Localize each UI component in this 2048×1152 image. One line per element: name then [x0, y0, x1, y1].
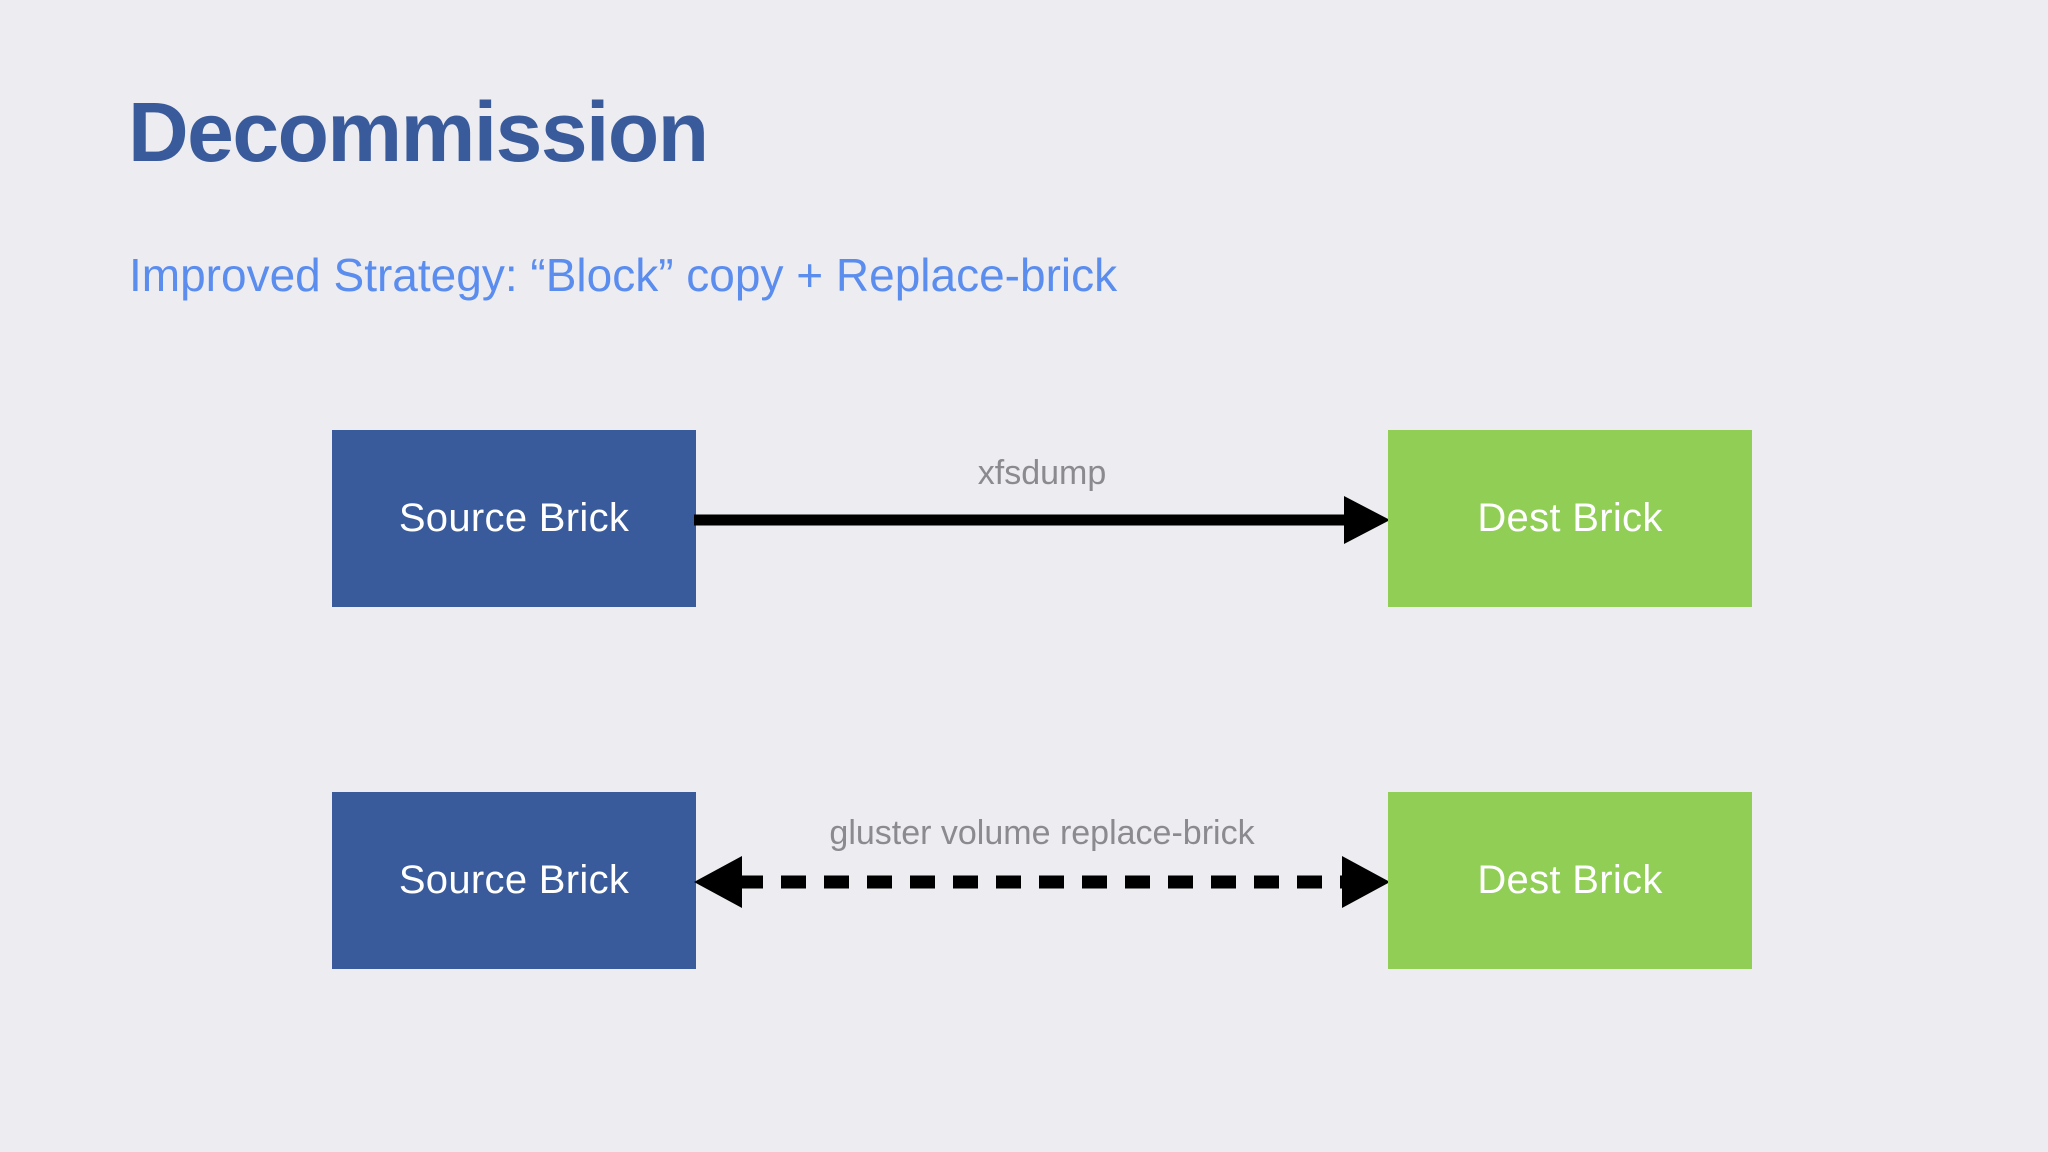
source-brick-box-row1: Source Brick	[332, 430, 696, 607]
slide-title: Decommission	[128, 85, 709, 179]
dest-brick-label: Dest Brick	[1477, 858, 1663, 902]
connector-xfsdump: xfsdump	[694, 430, 1390, 607]
arrow-bidirectional-dashed-icon	[694, 856, 1390, 908]
connector-label-xfsdump: xfsdump	[977, 454, 1107, 492]
slide-subtitle: Improved Strategy: “Block” copy + Replac…	[129, 249, 1118, 301]
connector-label-replace-brick: gluster volume replace-brick	[829, 814, 1255, 852]
dest-brick-box-row1: Dest Brick	[1388, 430, 1752, 607]
dest-brick-label: Dest Brick	[1477, 496, 1663, 540]
dest-brick-box-row2: Dest Brick	[1388, 792, 1752, 969]
arrow-right-solid-icon	[694, 496, 1390, 544]
source-brick-label: Source Brick	[398, 858, 630, 902]
diagram-row-replace-brick: Source Brick gluster volume replace-bric…	[0, 792, 2048, 972]
source-brick-box-row2: Source Brick	[332, 792, 696, 969]
source-brick-label: Source Brick	[398, 496, 630, 540]
connector-replace-brick: gluster volume replace-brick	[694, 792, 1390, 969]
diagram-row-xfsdump: Source Brick xfsdump Dest Brick	[0, 430, 2048, 610]
